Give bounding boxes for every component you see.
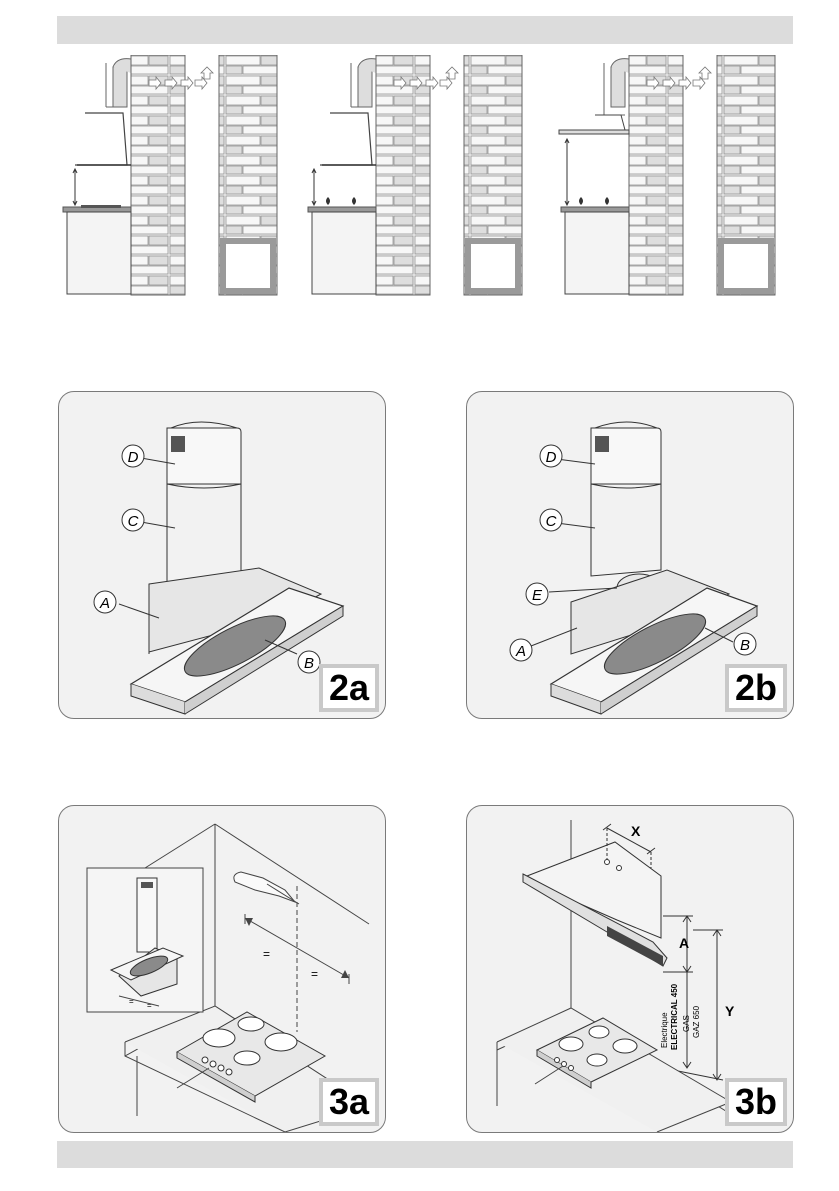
label-d: D [546,449,557,466]
config-ducted-electric [62,55,278,296]
label-a: A [679,935,689,951]
panel-3a: = = = = 3a [58,805,386,1133]
label-c: C [128,513,139,530]
equal-mark: = [263,947,270,961]
figure-badge: 2a [318,664,379,712]
electric-hob-icon [81,205,121,208]
figure-badge: 3a [318,1078,379,1126]
hood-assembly-drawing-2a: D C A B [93,421,345,715]
label-x: X [631,823,641,839]
label-b: B [740,637,750,654]
figure-badge: 3b [724,1078,787,1126]
height-electrique: Electrique [660,1012,669,1048]
label-c: C [546,513,557,530]
hood-assembly-drawing-2b: D C E A B [509,421,759,715]
panel-3b: X A Y Electrique ELECTRICAL 450 GAS GAZ … [466,805,794,1133]
mounting-height-drawing-3b: X A Y Electrique ELECTRICAL 450 GAS GAZ … [496,820,748,1132]
footer-band [57,1141,793,1168]
figure-badge: 2b [724,664,787,712]
equal-mark: = [311,967,318,981]
equal-mark: = [129,997,134,1006]
equal-mark: = [147,1001,152,1010]
panel-2a: D C A B 2a [58,391,386,719]
height-electrical: ELECTRICAL 450 [670,983,679,1050]
height-gas: GAS [682,1015,691,1032]
installation-configurations-figure [62,55,776,296]
gas-hob-icon [326,197,356,205]
label-y: Y [725,1003,735,1019]
label-a: A [99,595,110,612]
gas-hob-icon [579,197,609,205]
header-band [57,16,793,44]
label-b: B [304,655,314,672]
label-e: E [532,587,543,604]
label-d: D [128,449,139,466]
height-gaz: GAZ 650 [692,1005,701,1038]
wall-marking-drawing-3a: = = = = [86,823,371,1132]
label-a: A [515,643,526,660]
config-ducted-gas [307,55,523,296]
panel-2b: D C E A B 2b [466,391,794,719]
config-ducted-gas-flat [558,55,776,296]
